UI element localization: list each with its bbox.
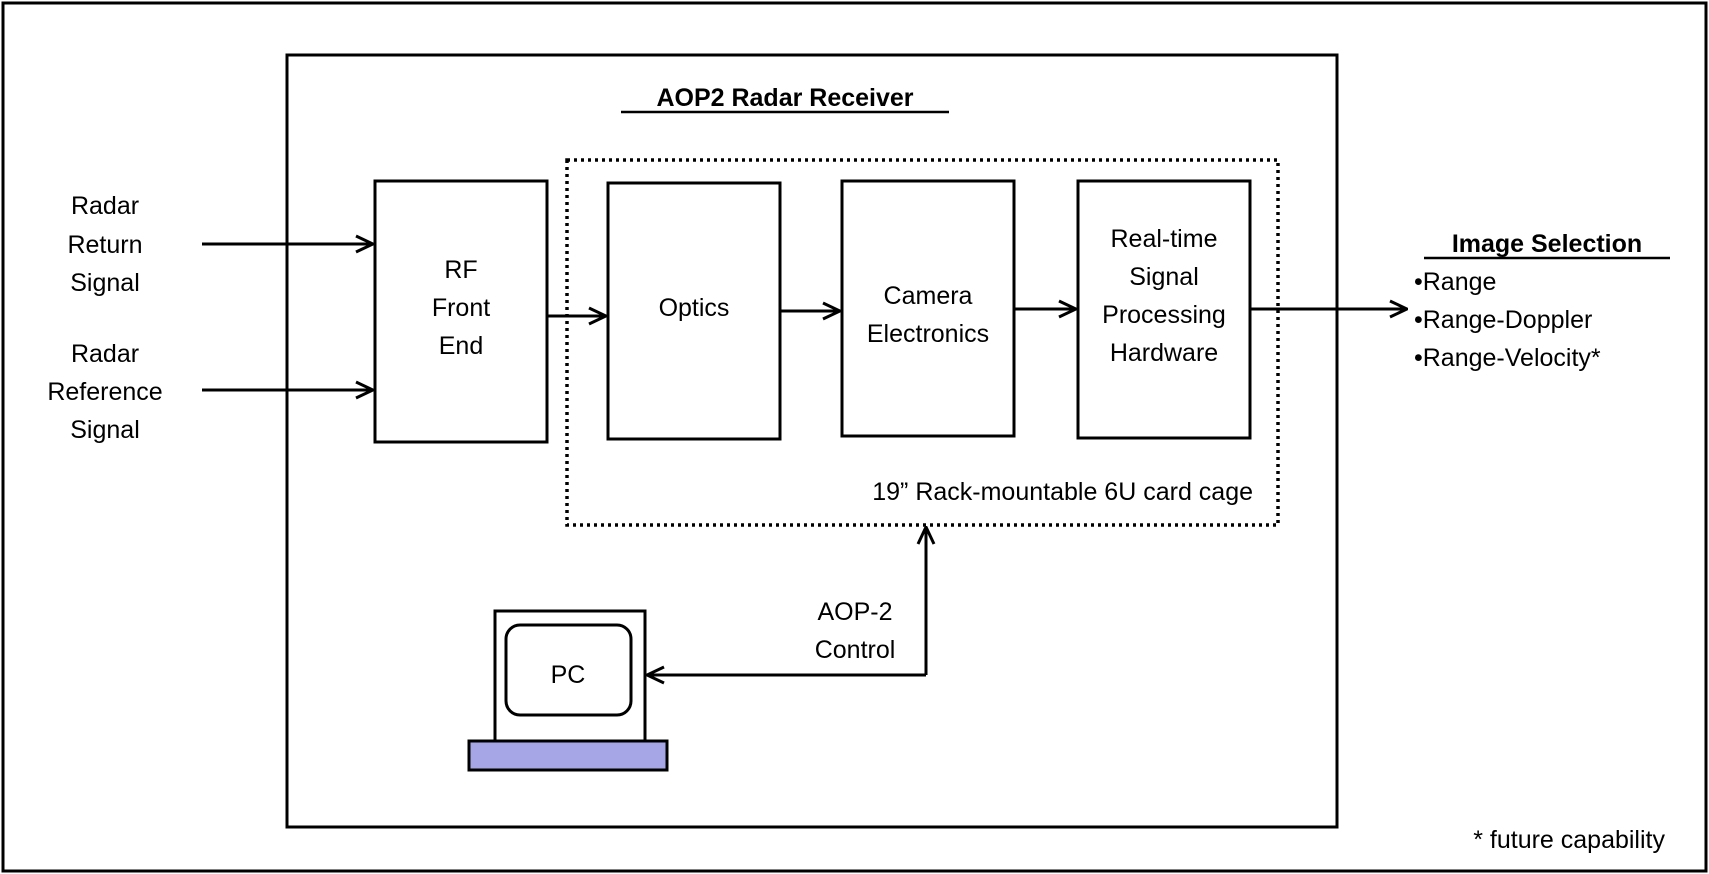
- radar-return-line-2: Return: [67, 231, 142, 259]
- radar-return-signal-label: Radar Return Signal: [67, 192, 142, 297]
- signal-processing-line-2: Signal: [1129, 263, 1199, 291]
- pc-keyboard: [467, 739, 669, 772]
- rf-front-end-line-2: Front: [432, 294, 490, 322]
- signal-processing-line-3: Processing: [1102, 301, 1226, 329]
- card-cage: [565, 158, 1280, 527]
- control-label-line-1: AOP-2: [817, 598, 892, 626]
- signal-processing-line-4: Hardware: [1110, 339, 1218, 367]
- rf-front-end-block: [373, 179, 549, 444]
- image-selection-heading: Image Selection: [1452, 230, 1642, 258]
- signal-processing-line-1: Real-time: [1111, 225, 1218, 253]
- pc-label: PC: [551, 661, 586, 689]
- radar-reference-line-3: Signal: [70, 416, 140, 444]
- radar-reference-signal-label: Radar Reference Signal: [47, 340, 162, 444]
- pc-screen: [504, 623, 633, 717]
- pc-icon: [467, 609, 669, 772]
- radar-reference-line-2: Reference: [47, 378, 162, 406]
- card-cage-label: 19” Rack-mountable 6U card cage: [872, 478, 1253, 506]
- camera-electronics-line-1: Camera: [884, 282, 973, 310]
- image-selection-item-range: •Range: [1414, 268, 1496, 296]
- image-selection-item-range-doppler: •Range-Doppler: [1414, 306, 1592, 334]
- receiver-title: AOP2 Radar Receiver: [656, 84, 913, 112]
- radar-return-line-1: Radar: [71, 192, 139, 220]
- radar-return-line-3: Signal: [70, 269, 140, 297]
- control-label-line-2: Control: [815, 636, 896, 664]
- receiver-enclosure: [285, 53, 1339, 829]
- rf-front-end-line-1: RF: [444, 256, 477, 284]
- rf-front-end-line-3: End: [439, 332, 483, 360]
- footnote: * future capability: [1473, 826, 1665, 854]
- radar-reference-line-1: Radar: [71, 340, 139, 368]
- signal-processing-block: [1076, 179, 1252, 440]
- image-selection-item-range-velocity: •Range-Velocity*: [1414, 344, 1601, 372]
- camera-electronics-line-2: Electronics: [867, 320, 989, 348]
- optics-label: Optics: [659, 294, 730, 322]
